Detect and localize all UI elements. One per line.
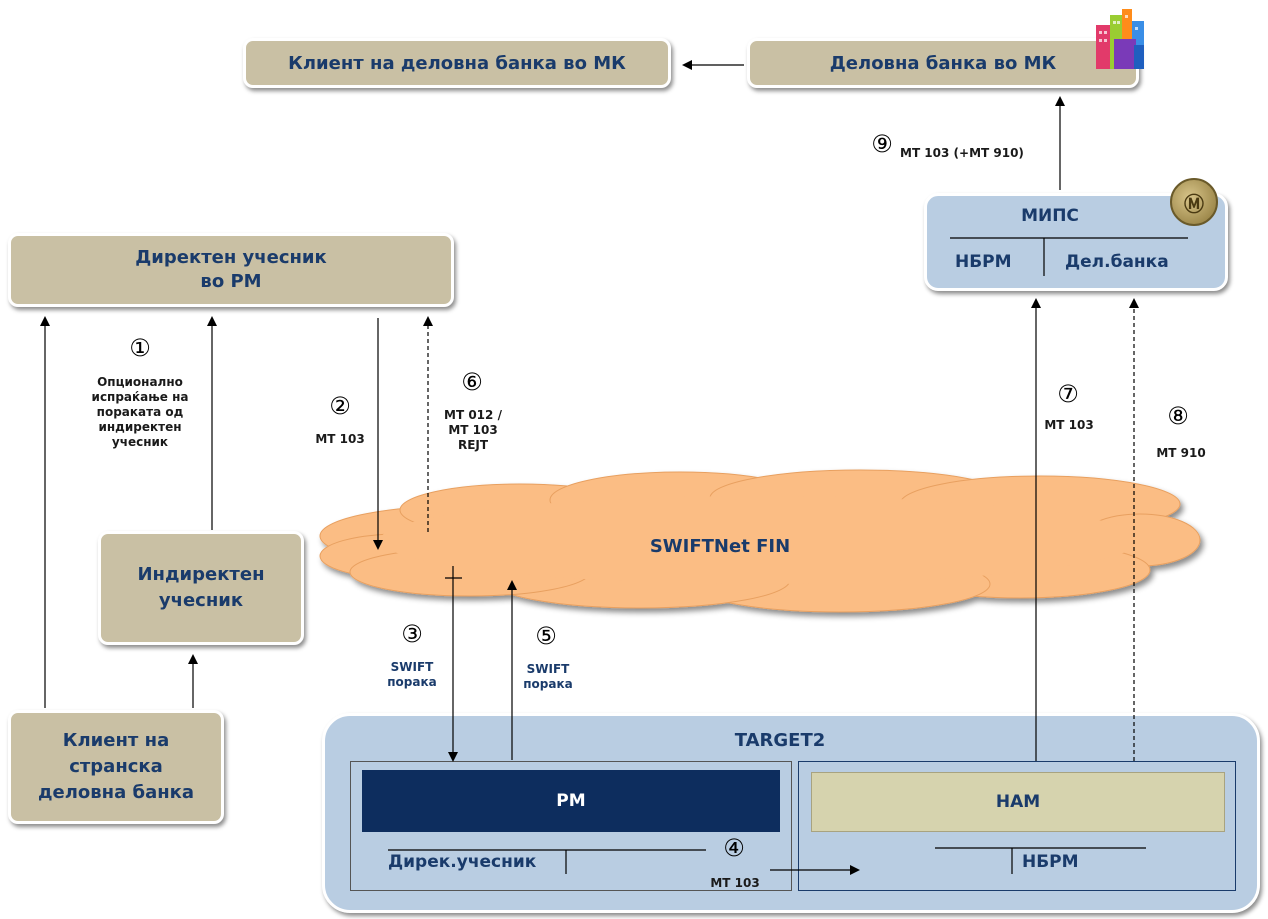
step1-text: Опционално испраќање на пораката од инди… [91, 375, 189, 449]
step7-text: MT 103 [1044, 418, 1094, 432]
pm-box: PM [362, 770, 780, 832]
step6-number: ⑥ [461, 368, 483, 396]
step1-number: ① [129, 334, 151, 362]
ham-nbrm: НБРМ [1022, 852, 1079, 872]
box-indirect-participant-label: Индиректен учесник [137, 564, 265, 611]
step8-text: MT 910 [1156, 446, 1206, 460]
step8-number: ⑧ [1167, 402, 1189, 430]
step5-text: SWIFT порака [523, 662, 573, 691]
pm-label: PM [556, 791, 586, 811]
ham-frame [798, 761, 1236, 891]
step9-number: ⑨ [871, 130, 893, 158]
step4-text: MT 103 [710, 876, 760, 890]
mips-title: МИПС [1021, 206, 1079, 226]
box-direct-participant: Директен учесник во РМ [8, 233, 454, 307]
ham-label: HAM [995, 792, 1041, 812]
cloud-label: SWIFTNet FIN [649, 536, 791, 557]
ham-box: HAM [811, 772, 1225, 832]
box-indirect-participant: Индиректен учесник [98, 531, 304, 645]
pm-direct-participant: Дирек.учесник [388, 852, 537, 872]
coin-seal-icon: Ⓜ [1170, 178, 1218, 226]
step3-number: ③ [401, 620, 423, 648]
step2-text: MT 103 [315, 432, 365, 446]
step2-number: ② [329, 392, 351, 420]
box-direct-participant-label: Директен учесник во РМ [135, 247, 327, 292]
box-client-mk: Клиент на деловна банка во МК [243, 38, 671, 88]
step9-text: MT 103 (+MT 910) [900, 146, 1024, 160]
box-bank-mk-label: Деловна банка во МК [829, 52, 1057, 74]
buildings-icon [1096, 9, 1144, 69]
mips-right: Дел.банка [1065, 252, 1169, 272]
target2-title: TARGET2 [734, 730, 826, 751]
box-client-mk-label: Клиент на деловна банка во МК [288, 52, 626, 74]
box-bank-mk: Деловна банка во МК [747, 38, 1139, 88]
step5-number: ⑤ [535, 622, 557, 650]
step4-number: ④ [723, 834, 745, 862]
step6-text: MT 012 / MT 103 REJT [444, 408, 502, 452]
box-foreign-client: Клиент на странска деловна банка [8, 710, 224, 824]
mips-left: НБРМ [955, 252, 1012, 272]
pm-frame [350, 761, 792, 891]
box-foreign-client-label: Клиент на странска деловна банка [37, 730, 195, 803]
step7-number: ⑦ [1057, 380, 1079, 408]
step3-text: SWIFT порака [387, 660, 437, 689]
